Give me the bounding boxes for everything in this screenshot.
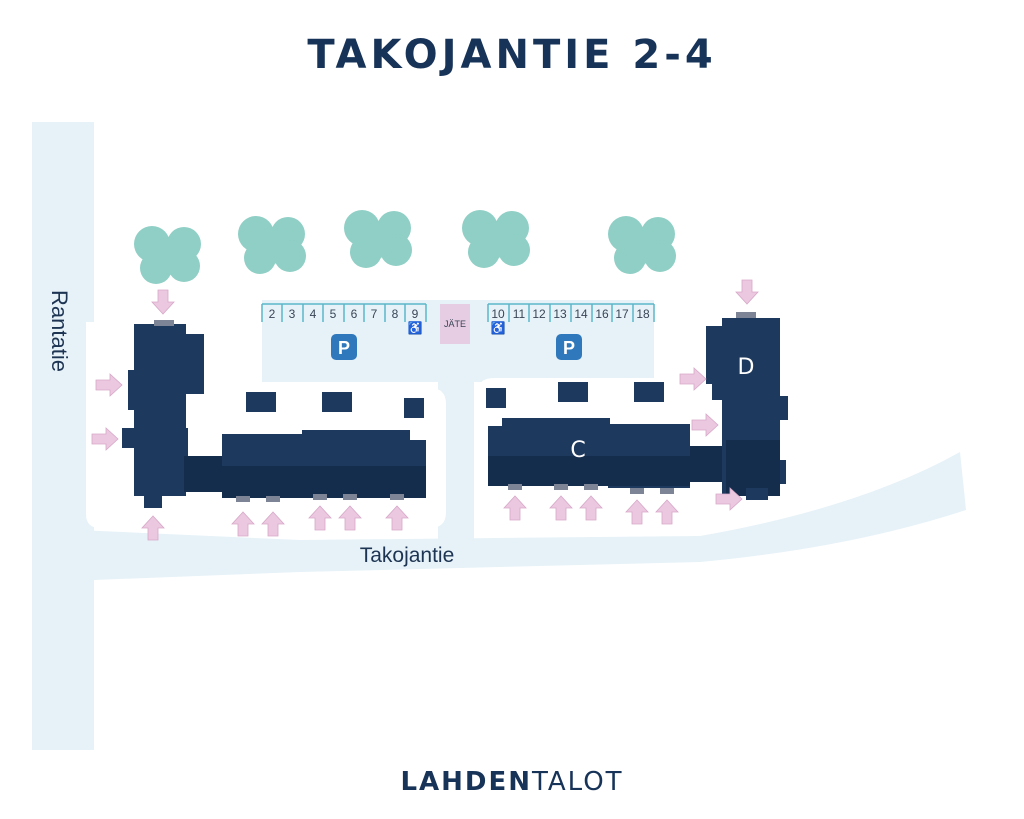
door [390, 494, 404, 500]
entrance-arrow [231, 511, 255, 537]
parking-sign: P [331, 334, 357, 360]
entrance-arrow [691, 413, 719, 437]
entrance-arrow [151, 289, 175, 315]
spot-number: 16 [595, 307, 609, 321]
tree [238, 216, 306, 274]
door [584, 484, 598, 490]
entrance-arrow [91, 427, 119, 451]
entrance-arrow [579, 495, 603, 521]
brand-logo: LAHDENTALOT [0, 767, 1024, 797]
spot-number: 5 [330, 307, 337, 321]
door [630, 488, 644, 494]
spot-number: 10 [491, 307, 505, 321]
street-label-takojantie: Takojantie [360, 544, 455, 567]
entrance-arrow [308, 505, 332, 531]
door [660, 488, 674, 494]
accessible-icon: ♿ [491, 321, 506, 335]
spot-number: 12 [532, 307, 546, 321]
entrance-arrow [261, 511, 285, 537]
entrance-arrow [715, 487, 743, 511]
tree [134, 226, 201, 284]
door [554, 484, 568, 490]
entrance-arrow [625, 499, 649, 525]
parking-icon: P [563, 338, 575, 358]
outbuilding [634, 382, 664, 402]
outbuilding [558, 382, 588, 402]
entrance-arrow [655, 499, 679, 525]
building-west [122, 324, 426, 508]
door [236, 496, 250, 502]
spot-number: 2 [269, 307, 276, 321]
door [313, 494, 327, 500]
outbuilding [404, 398, 424, 418]
entrance-arrow [338, 505, 362, 531]
spot-number: 6 [351, 307, 358, 321]
door [266, 496, 280, 502]
spot-number: 7 [371, 307, 378, 321]
accessible-icon: ♿ [408, 321, 423, 335]
door [343, 494, 357, 500]
spot-number: 18 [636, 307, 650, 321]
outbuilding [486, 388, 506, 408]
entrance-arrow [141, 515, 165, 541]
building-d [706, 318, 788, 500]
waste-label: JÄTE [444, 319, 466, 329]
building-label-c: C [570, 438, 585, 463]
outbuilding [246, 392, 276, 412]
spot-number: 3 [289, 307, 296, 321]
parking-sign: P [556, 334, 582, 360]
door [154, 320, 174, 326]
entrance-arrow [385, 505, 409, 531]
brand-logo-bold: LAHDEN [400, 767, 532, 797]
spot-number: 14 [574, 307, 588, 321]
tree [462, 210, 530, 268]
door [508, 484, 522, 490]
brand-logo-regular: TALOT [532, 767, 624, 797]
trees [134, 210, 676, 284]
spot-number: 9 [412, 307, 419, 321]
entrance-arrow [503, 495, 527, 521]
parking-icon: P [338, 338, 350, 358]
map-title: TAKOJANTIE 2-4 [307, 32, 717, 78]
building-c [488, 418, 728, 488]
entrance-arrow [549, 495, 573, 521]
waste-area [440, 304, 470, 344]
spot-number: 8 [392, 307, 399, 321]
doors [154, 312, 756, 502]
outbuilding [322, 392, 352, 412]
door [736, 312, 756, 318]
spot-number: 13 [553, 307, 567, 321]
parking-spots: 2 3 4 5 6 7 8 9 ♿ 10 11 12 13 14 16 17 1… [261, 303, 655, 335]
tree [608, 216, 676, 274]
spot-number: 17 [615, 307, 629, 321]
entrance-arrow [95, 373, 123, 397]
street-label-rantatie: Rantatie [47, 290, 72, 372]
tree [344, 210, 412, 268]
spot-number: 4 [310, 307, 317, 321]
building-label-d: D [738, 355, 755, 380]
entrance-arrow [679, 367, 707, 391]
entrance-arrows [91, 279, 759, 541]
spot-number: 11 [513, 307, 526, 321]
entrance-arrow [735, 279, 759, 305]
